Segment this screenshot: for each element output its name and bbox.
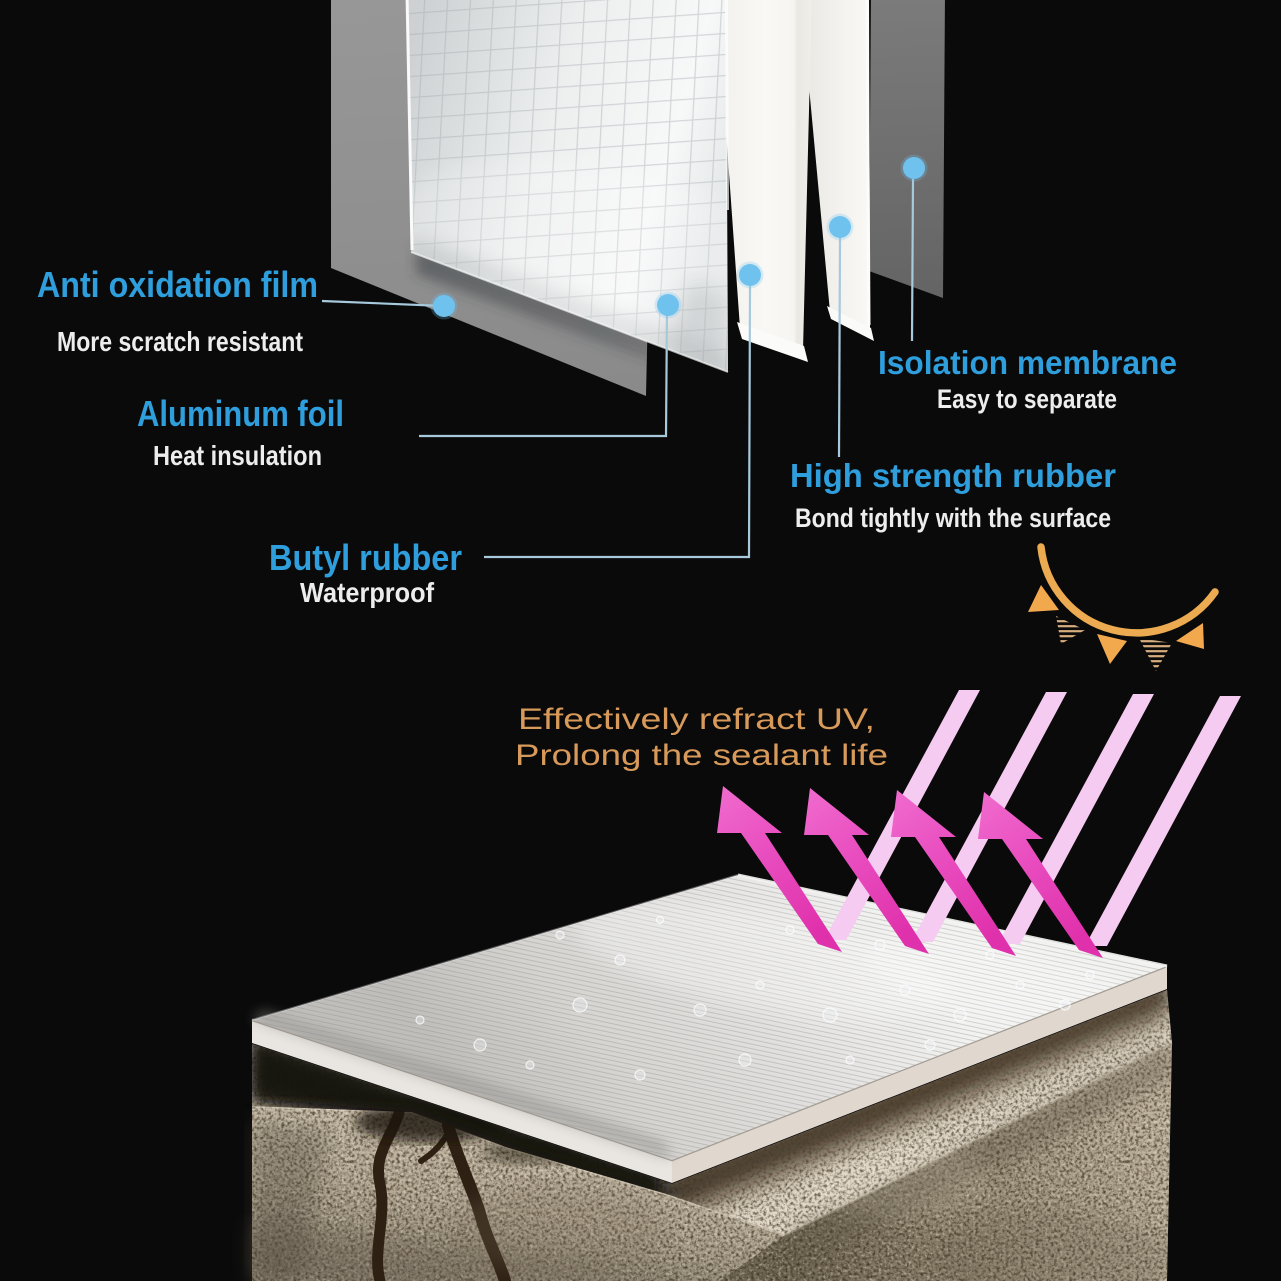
svg-text:More scratch resistant: More scratch resistant xyxy=(57,326,303,357)
svg-text:Waterproof: Waterproof xyxy=(300,577,435,608)
svg-text:Heat insulation: Heat insulation xyxy=(153,440,322,471)
svg-text:Effectively refract UV,: Effectively refract UV, xyxy=(518,703,875,736)
svg-text:Butyl rubber: Butyl rubber xyxy=(269,537,462,578)
svg-text:Anti oxidation film: Anti oxidation film xyxy=(37,264,318,305)
svg-text:High strength rubber: High strength rubber xyxy=(790,457,1116,494)
svg-text:Isolation membrane: Isolation membrane xyxy=(878,344,1177,381)
svg-text:Easy to separate: Easy to separate xyxy=(937,384,1117,414)
svg-text:Bond tightly with the surface: Bond tightly with the surface xyxy=(795,503,1111,533)
svg-text:Prolong the sealant life: Prolong the sealant life xyxy=(515,739,888,772)
svg-text:Aluminum foil: Aluminum foil xyxy=(137,393,344,434)
